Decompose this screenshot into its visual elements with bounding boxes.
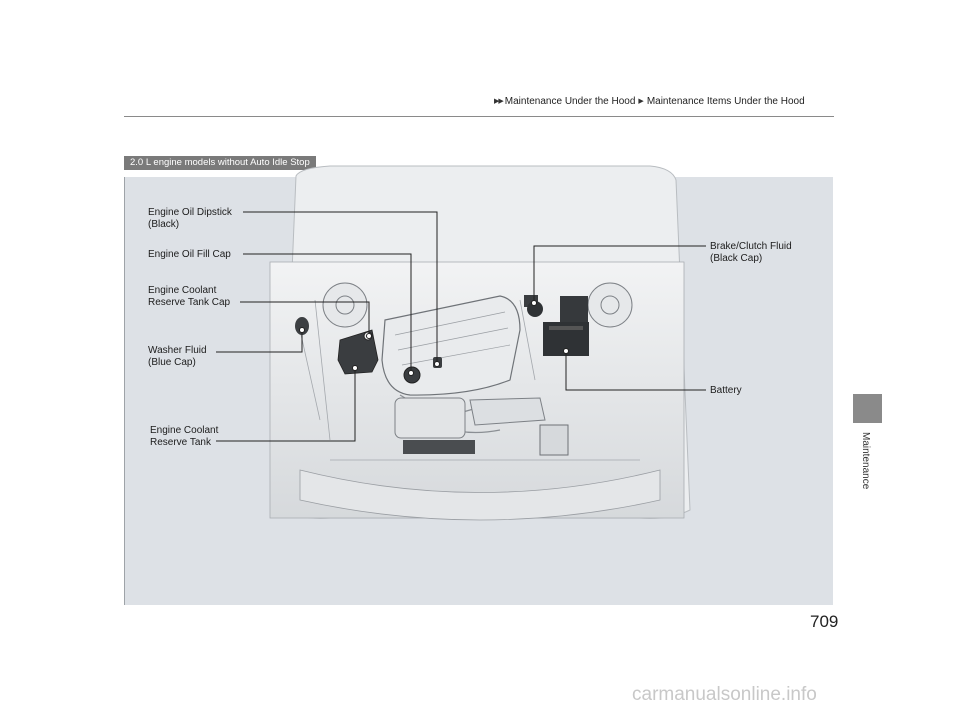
callout-line: Engine Coolant xyxy=(148,285,217,296)
right-strut-tower xyxy=(587,282,633,328)
header-rule xyxy=(124,116,834,117)
washer-fluid-cap xyxy=(295,317,309,335)
breadcrumb-item[interactable]: Maintenance Items Under the Hood xyxy=(646,95,805,107)
section-tab-label[interactable]: Maintenance xyxy=(860,432,871,490)
callout-line: (Black Cap) xyxy=(710,253,763,264)
callout-line: Engine Oil Dipstick xyxy=(148,207,232,218)
callout-engine-oil-dipstick: Engine Oil Dipstick (Black) xyxy=(148,207,232,231)
callout-line: Battery xyxy=(710,385,742,396)
callout-engine-coolant-reserve-tank-cap: Engine Coolant Reserve Tank Cap xyxy=(148,285,230,309)
callout-line: Reserve Tank Cap xyxy=(148,297,231,308)
leader-engine-oil-fill-cap xyxy=(243,253,412,372)
left-strut-tower xyxy=(322,282,368,328)
front-bumper xyxy=(299,469,661,521)
callout-line: (Blue Cap) xyxy=(148,357,196,368)
coolant-reserve-tank xyxy=(337,329,379,375)
leader-coolant-tank xyxy=(216,367,356,442)
double-triangle-icon: ▶▶ xyxy=(494,98,504,105)
section-tag: 2.0 L engine models without Auto Idle St… xyxy=(124,156,316,170)
panel-edge xyxy=(124,177,125,605)
callout-line: Washer Fluid xyxy=(148,345,207,356)
leader-coolant-tank-cap xyxy=(240,301,370,335)
callout-line: Reserve Tank xyxy=(150,437,211,448)
callout-line: Engine Oil Fill Cap xyxy=(148,249,231,260)
callout-washer-fluid: Washer Fluid (Blue Cap) xyxy=(148,345,207,369)
breadcrumb-item[interactable]: Maintenance Under the Hood xyxy=(504,95,636,107)
callout-line: (Black) xyxy=(148,219,180,230)
section-tab[interactable] xyxy=(853,394,882,423)
callout-engine-oil-fill-cap: Engine Oil Fill Cap xyxy=(148,249,231,261)
triangle-separator-icon: ▶ xyxy=(638,98,644,105)
leader-washer-fluid xyxy=(216,329,303,353)
callout-engine-coolant-reserve-tank: Engine Coolant Reserve Tank xyxy=(150,425,218,449)
leader-brake-fluid xyxy=(533,245,706,302)
page-number: 709 xyxy=(810,612,839,631)
leader-battery xyxy=(565,350,706,391)
fuse-box xyxy=(560,296,588,322)
callout-brake-clutch-fluid: Brake/Clutch Fluid (Black Cap) xyxy=(710,241,792,265)
breadcrumb: ▶▶ Maintenance Under the Hood ▶ Maintena… xyxy=(494,94,805,108)
callout-line: Brake/Clutch Fluid xyxy=(710,241,792,252)
callout-battery: Battery xyxy=(710,385,742,397)
callout-line: Engine Coolant xyxy=(150,425,219,436)
leader-engine-oil-dipstick xyxy=(243,211,438,363)
watermark: carmanualsonline.info xyxy=(632,684,817,705)
